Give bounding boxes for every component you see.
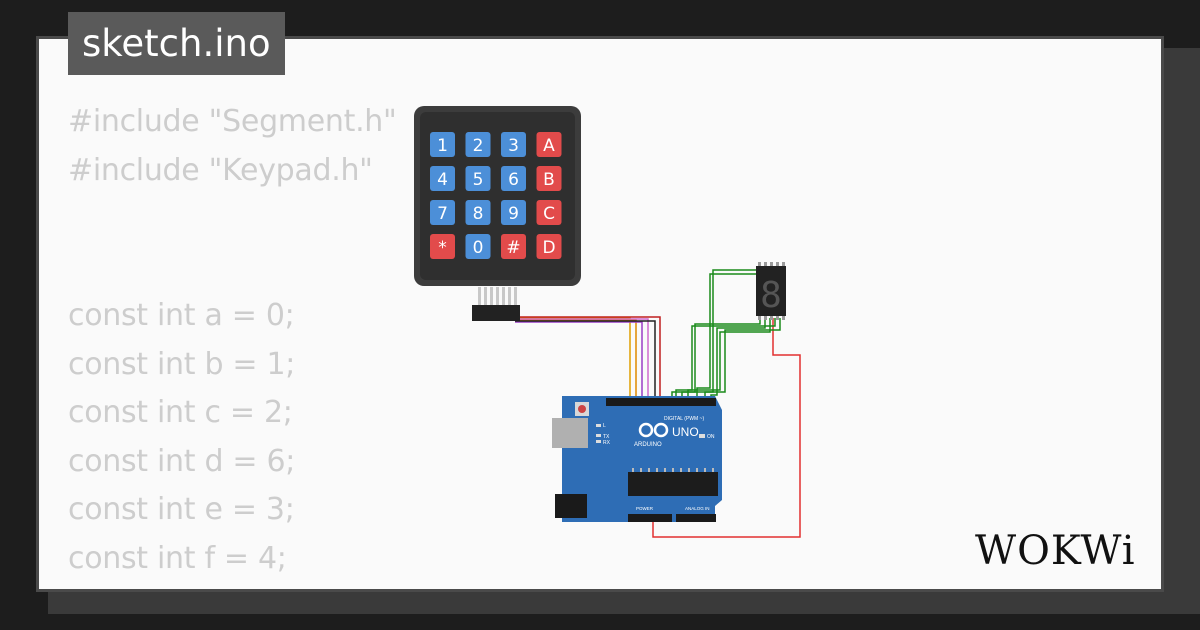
tx-label: TX [603,434,610,440]
keypad-connector [472,305,520,321]
wire-black [515,320,656,402]
power-jack [555,494,587,518]
keypad-inner [420,112,575,280]
digital-label: DIGITAL (PWM ~) [664,416,704,422]
arduino-infinity-icon [638,422,669,438]
l-label: L [603,423,606,429]
keypad-key-label: 5 [473,170,484,190]
atmega-chip [628,472,718,496]
seven-segment-display[interactable]: 8 [756,262,786,320]
keypad-key[interactable]: 8 [465,200,491,225]
code-line: const int a = 0; [68,298,295,333]
svg-text:WOKWi: WOKWi [975,528,1136,574]
power-label: POWER [636,506,654,511]
keypad-key-label: C [543,204,555,224]
keypad-key[interactable]: # [501,234,526,259]
keypad[interactable]: 1 2 3 A 4 5 6 B 7 8 9 C * 0 # D [414,106,581,321]
wokwi-logo: WOKWi [975,528,1136,574]
wire-red [652,318,801,538]
keypad-key-label: 7 [437,204,448,224]
digital-header [606,398,716,406]
wire-green [681,318,761,402]
keypad-key[interactable]: 2 [465,132,491,157]
code-line: #include "Segment.h" [68,104,397,139]
keypad-key-label: # [506,238,520,258]
keypad-key[interactable]: C [536,200,562,225]
code-line: const int e = 3; [68,492,295,527]
code-line: const int d = 6; [68,443,296,479]
keypad-key-label: A [543,136,555,156]
keypad-key[interactable]: 4 [430,166,455,191]
code-line: const int f = 4; [68,540,287,576]
keypad-key-label: D [542,238,555,258]
keypad-key-label: 4 [437,170,448,190]
keypad-key[interactable]: 1 [430,132,455,157]
keypad-key[interactable]: 0 [465,234,491,259]
wire-red-thin [515,316,661,402]
code-line: #include "Keypad.h" [68,152,373,188]
keypad-key[interactable]: 9 [501,200,526,225]
keypad-key[interactable]: 6 [501,166,526,191]
keypad-key-label: * [438,238,447,258]
wire-purple [515,321,643,402]
rx-label: RX [603,440,611,446]
keypad-key[interactable]: D [536,234,562,259]
keypad-key-label: 2 [473,136,484,156]
keypad-key[interactable]: 3 [501,132,526,157]
wire-orange [515,317,631,402]
keypad-key[interactable]: 5 [465,166,491,191]
keypad-key-label: 9 [508,204,519,224]
keypad-key-label: 6 [508,170,519,190]
arduino-brand: ARDUINO [634,442,662,448]
usb-port [552,418,588,448]
wire-green [704,269,760,402]
power-header [628,514,672,522]
code-line: const int b = 1; [68,346,296,382]
wire-orange [515,319,637,402]
wire-green [696,273,760,402]
analog-label: ANALOG IN [685,506,710,511]
arduino-uno[interactable]: UNO ARDUINO DIGITAL (PWM ~) POWER ANALOG… [552,396,722,522]
keypad-key-label: 3 [508,136,519,156]
keypad-key-label: 1 [437,136,448,156]
on-label: ON [707,434,715,440]
keypad-key-label: 0 [473,238,484,258]
file-name-tab: sketch.ino [68,12,285,75]
analog-header [676,514,716,522]
code-line: const int c = 2; [68,395,293,430]
keypad-key[interactable]: B [536,166,562,191]
display-digit: 8 [760,275,782,316]
keypad-key-label: 8 [473,204,484,224]
arduino-model: UNO [672,425,699,439]
keypad-key[interactable]: A [536,132,562,157]
keypad-key[interactable]: * [430,234,455,259]
wire-pink [515,318,649,402]
keypad-key-label: B [543,170,555,190]
wire-green [671,318,781,402]
keypad-key[interactable]: 7 [430,200,455,225]
